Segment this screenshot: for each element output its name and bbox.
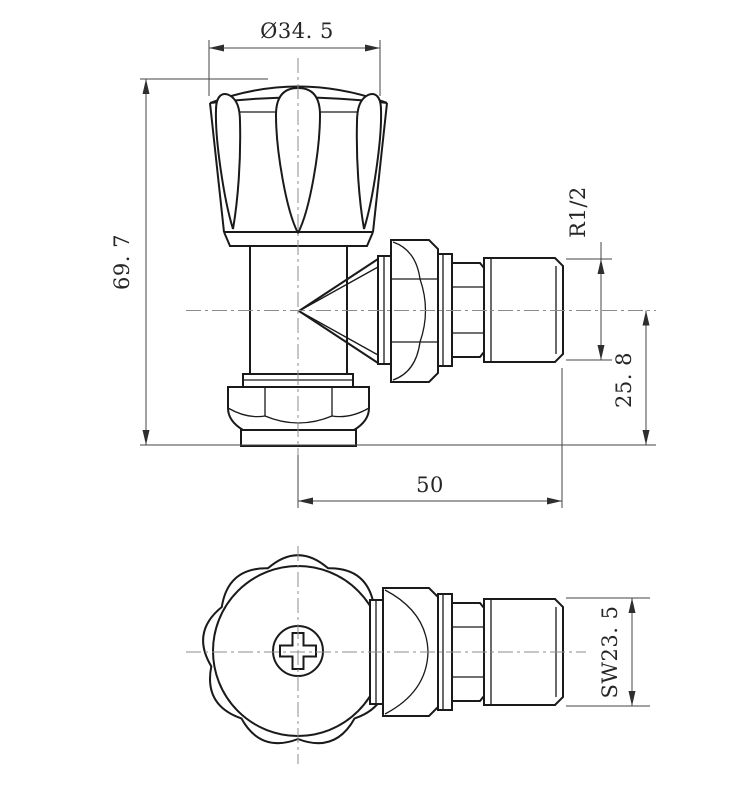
dim-thread-size: R1/2 [566, 186, 612, 361]
dim-lines [566, 242, 612, 361]
dim-overall-height: 69. 7 [110, 78, 656, 446]
dim-label-length: 50 [416, 473, 444, 497]
arrow-left-icon [298, 497, 313, 505]
compression-nut-faces [264, 387, 333, 416]
arrow-up-icon [597, 259, 605, 274]
plan-male-thread [483, 598, 564, 706]
knob-left-edge [209, 102, 225, 233]
cone-upper-inner [298, 266, 379, 312]
union-nut-faces [391, 278, 438, 343]
tailpiece-grooves [452, 286, 484, 334]
plan-outlet-assembly [369, 587, 564, 717]
cone-lower-outer [298, 310, 379, 364]
cone-upper-outer [298, 258, 379, 312]
side-view [209, 85, 564, 447]
knob-grip-groove-left [214, 93, 242, 230]
arrow-up-icon [142, 79, 150, 94]
cone-lower-inner [298, 310, 379, 356]
knob-grip-groove-right [355, 93, 383, 230]
phillips-screw-icon [279, 632, 317, 670]
arrow-down-icon [628, 691, 636, 706]
plan-tailpiece-grooves [452, 626, 484, 678]
arrow-down-icon [642, 430, 650, 445]
dim-knob-diameter: Ø34. 5 [208, 19, 381, 96]
dim-lines [566, 597, 650, 707]
dim-label-wrench-size: SW23. 5 [598, 606, 622, 699]
dim-wrench-size: SW23. 5 [566, 597, 650, 707]
arrow-down-icon [597, 345, 605, 360]
centerlines [186, 58, 656, 764]
arrow-up-icon [628, 598, 636, 613]
arrow-left-icon [209, 44, 224, 52]
male-thread [483, 257, 564, 363]
dim-label-knob-diameter: Ø34. 5 [260, 19, 334, 43]
arrow-right-icon [547, 497, 562, 505]
dim-center-to-base: 25. 8 [612, 310, 650, 445]
dimensions: Ø34. 5 69. 7 R1/2 25. 8 50 [110, 19, 656, 707]
dim-lines [297, 368, 563, 508]
arrow-right-icon [365, 44, 380, 52]
arrow-down-icon [142, 430, 150, 445]
dim-lines [140, 78, 656, 446]
arrow-up-icon [642, 310, 650, 326]
dim-label-center-to-base: 25. 8 [612, 352, 636, 408]
knob-right-edge [372, 102, 388, 233]
dim-label-thread-size: R1/2 [566, 186, 590, 238]
knob-grip-groove-center [274, 86, 322, 236]
union-nut [390, 239, 439, 383]
plan-union-nut-arcs [384, 589, 429, 715]
dim-length-50: 50 [297, 368, 563, 508]
side-outlet-assembly [377, 239, 564, 383]
dim-label-overall-height: 69. 7 [110, 234, 134, 290]
dim-lines [208, 40, 381, 96]
plan-view [202, 554, 564, 745]
